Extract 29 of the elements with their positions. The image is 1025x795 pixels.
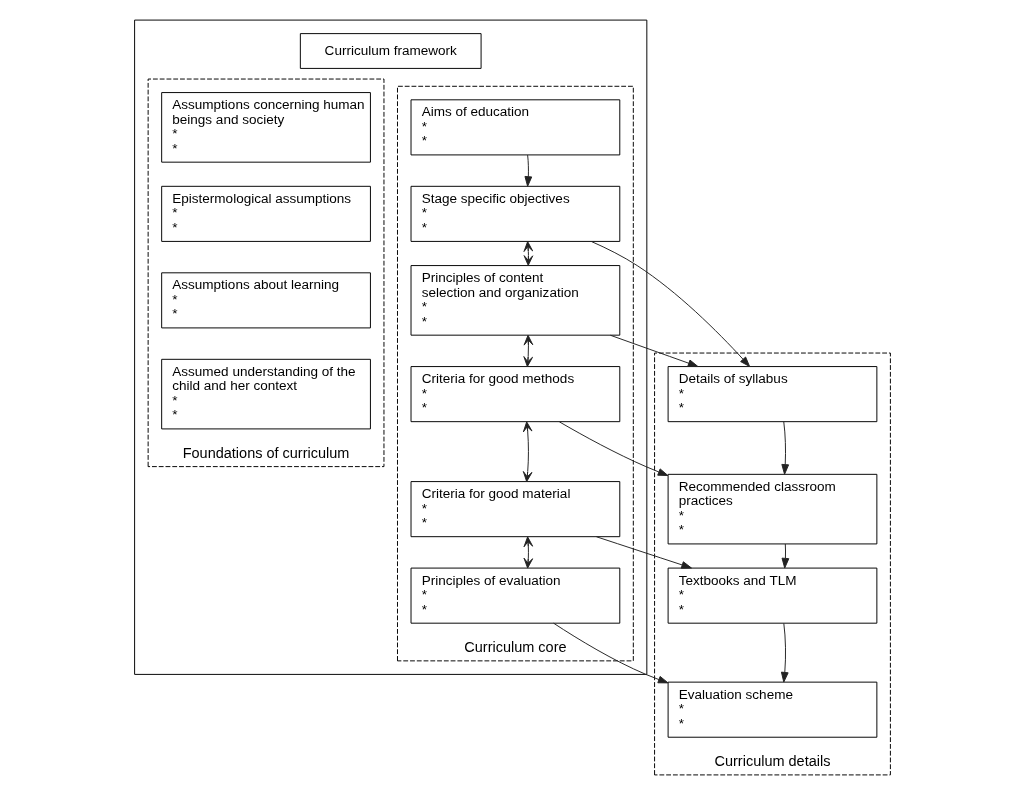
arrow	[595, 536, 692, 569]
cluster	[134, 19, 648, 675]
node-box: Criteria for good material * *	[410, 481, 621, 538]
arrow	[558, 421, 669, 477]
node-box: Epistermological assumptions * *	[161, 185, 371, 242]
arrow	[609, 334, 699, 367]
node-box: Evaluation scheme * *	[667, 681, 878, 738]
arrow	[523, 241, 534, 266]
node-box: Criteria for good methods * *	[410, 366, 621, 423]
arrow	[781, 543, 790, 569]
arrow	[522, 421, 533, 483]
node-box: Principles of content selection and organization * *	[410, 265, 621, 336]
arrow	[780, 622, 789, 683]
node-box: Assumed understanding of the child and her context * *	[161, 358, 371, 430]
arrow	[524, 154, 533, 187]
arrow	[590, 240, 751, 367]
arrow	[553, 622, 669, 684]
node-box: Aims of education * *	[410, 99, 621, 156]
node-box: Principles of evaluation * *	[410, 567, 621, 624]
node-box: Recommended classroom practices * *	[667, 473, 878, 545]
node-box: Textbooks and TLM * *	[667, 567, 878, 624]
node-box: Curriculum framework	[299, 33, 482, 69]
node-box: Details of syllabus * *	[667, 366, 878, 423]
arrow	[523, 536, 534, 569]
arrow	[523, 334, 534, 367]
node-box: Assumptions about learning * *	[161, 272, 371, 329]
arrow	[781, 421, 790, 475]
node-box: Assumptions concerning human beings and society * *	[161, 92, 371, 163]
node-box: Stage specific objectives * *	[410, 185, 621, 242]
